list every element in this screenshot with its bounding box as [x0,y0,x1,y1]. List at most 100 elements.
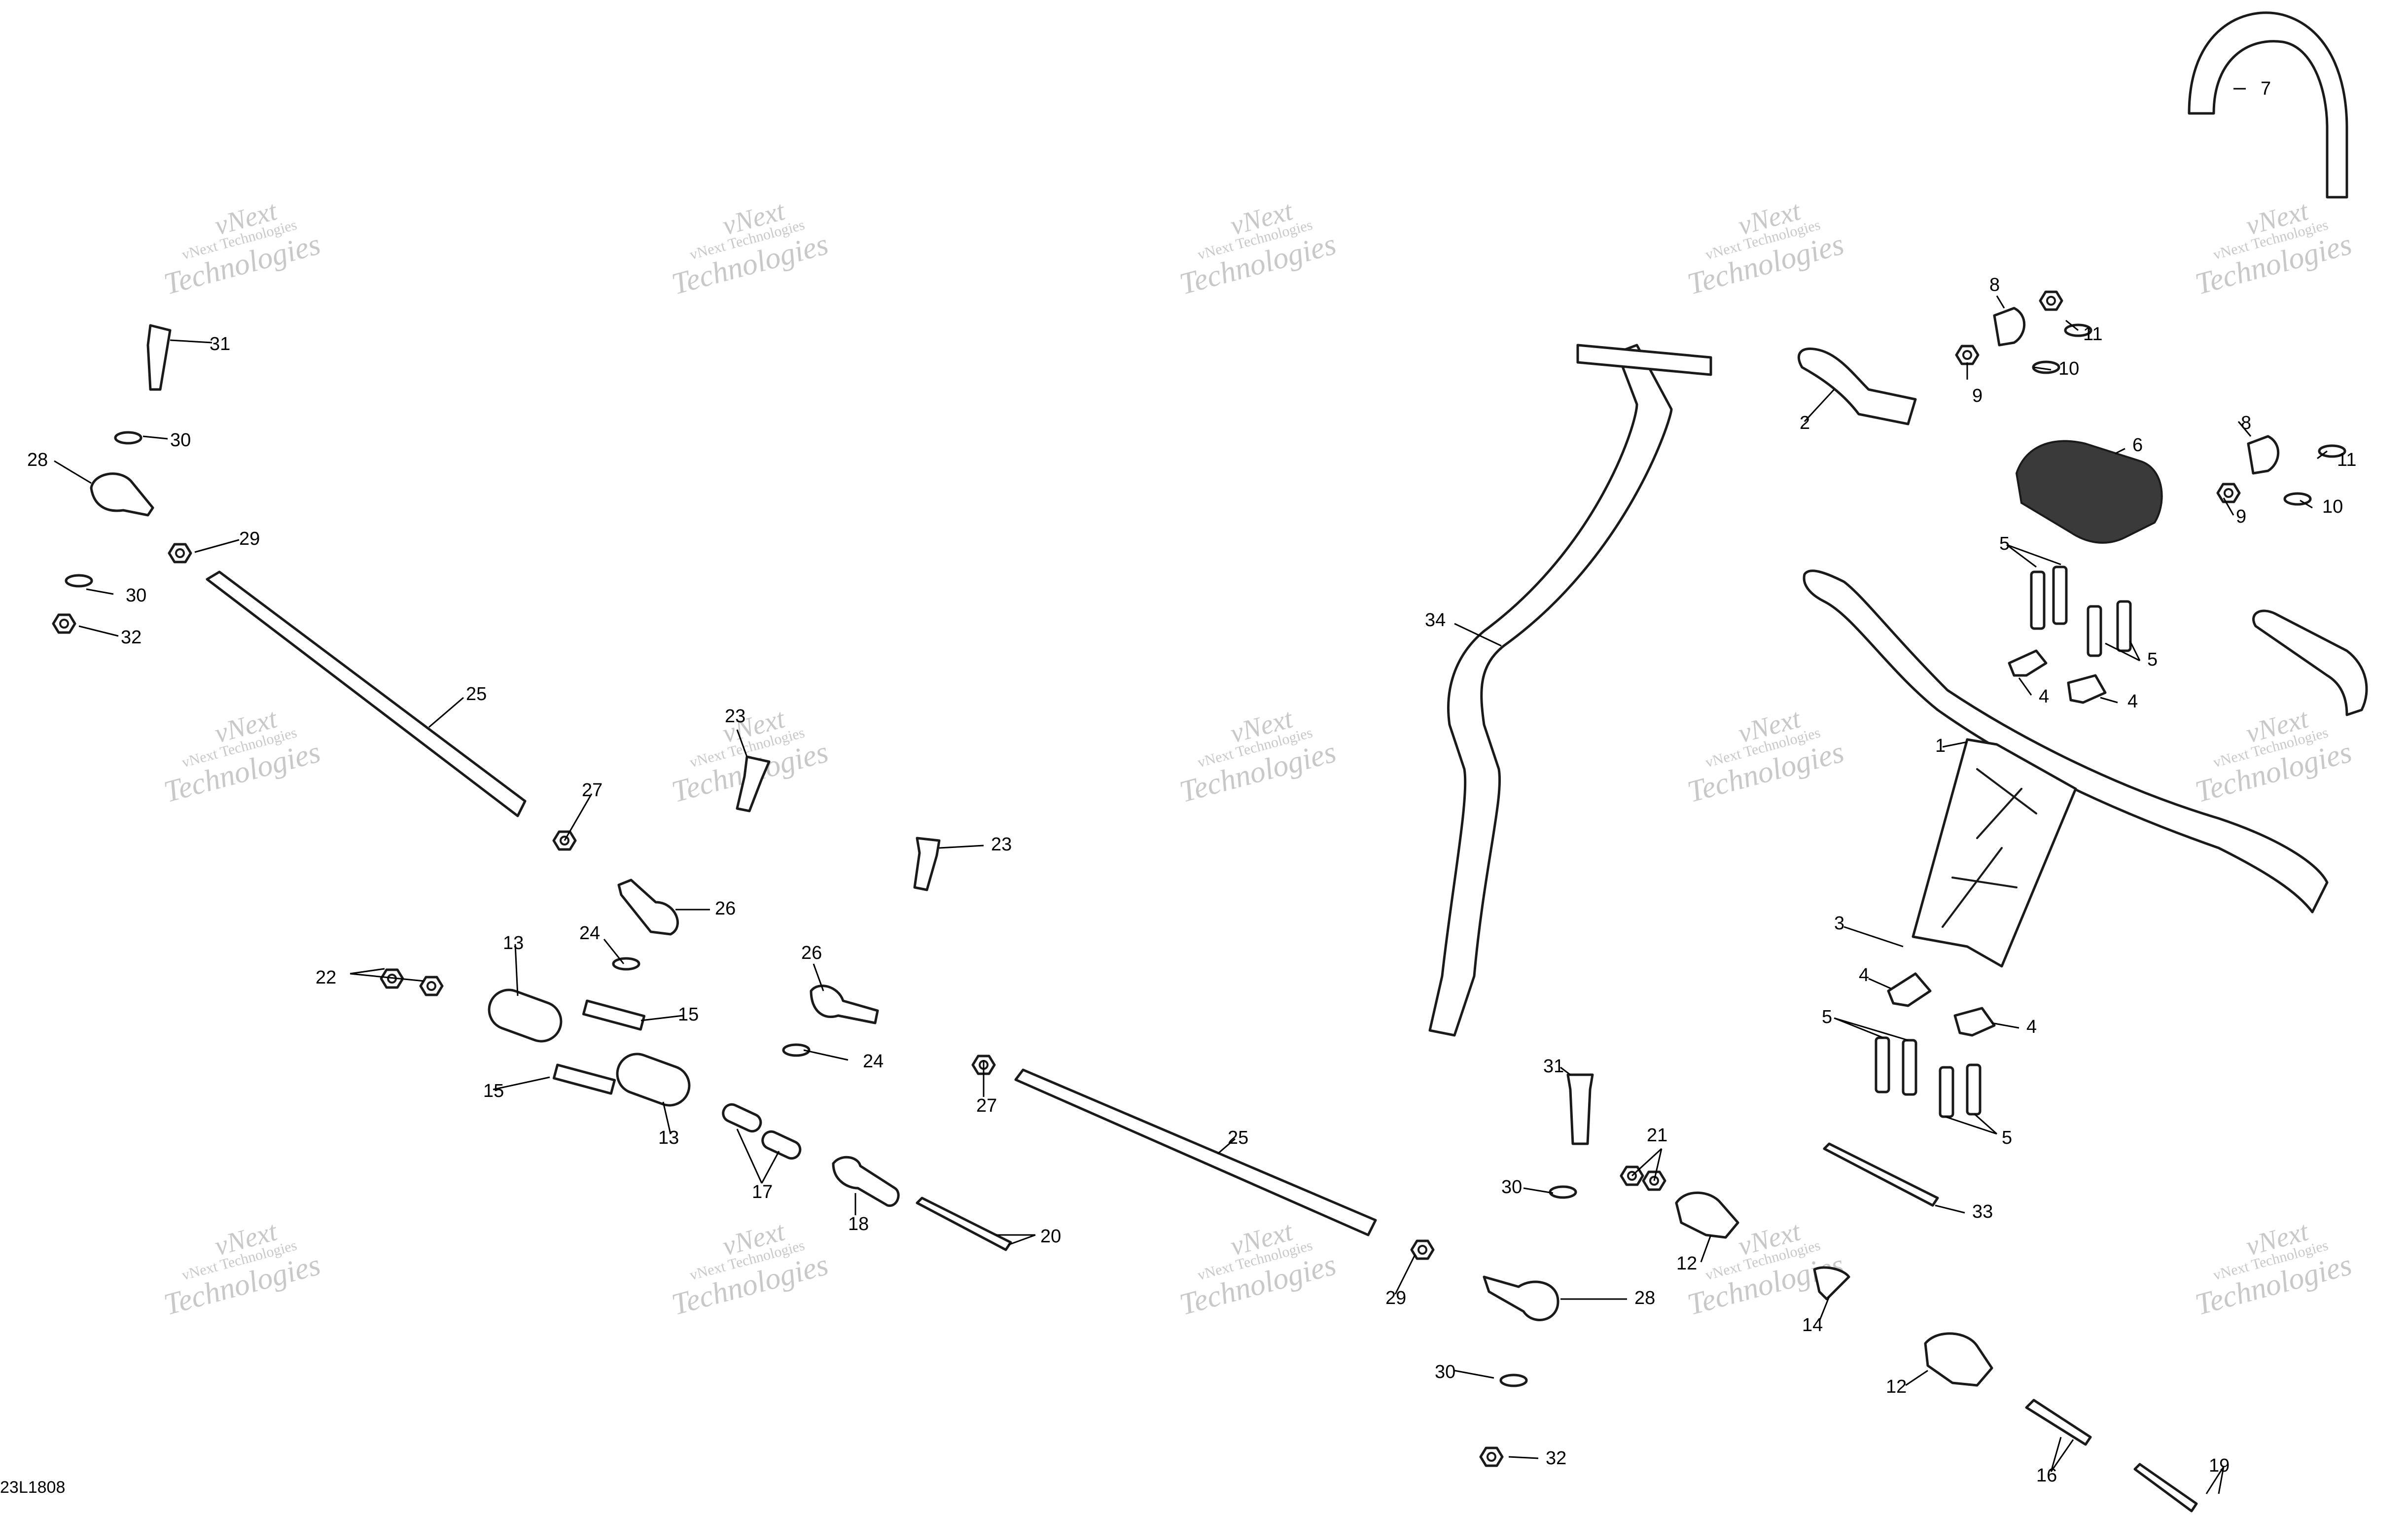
callout-31: 31 [1543,1056,1564,1077]
part-5-bolt-a [2030,570,2046,630]
callout-5: 5 [1999,533,2010,554]
nut [2216,483,2241,503]
callout-30: 30 [170,430,191,451]
part-26-rod-end-upper [617,879,679,936]
part-2-elbow-hose-right [2252,609,2368,716]
part-15-pin-upper [582,999,646,1031]
part-12-holder-lower [1924,1332,1993,1387]
part-7-bent-tube [2188,11,2348,199]
part-18-link [832,1156,900,1207]
washer [65,574,93,588]
washer [2283,492,2312,506]
part-16-pin [2025,1399,2092,1446]
nut-hole [59,619,69,629]
drawing-code: 23L1808 [0,1478,66,1497]
nut-hole [426,981,436,991]
nut [1479,1446,1504,1467]
part-20-pin [916,1197,1012,1251]
callout-16: 16 [2036,1465,2057,1486]
callout-21: 21 [1647,1125,1667,1146]
callout-12: 12 [1886,1376,1907,1397]
callout-23: 23 [725,706,745,727]
callout-29: 29 [1385,1288,1406,1308]
callout-4: 4 [2026,1017,2037,1037]
callout-10: 10 [2322,496,2343,517]
callout-2: 2 [1800,413,1810,433]
part-17-sleeve-a [722,1103,762,1133]
callout-32: 32 [1546,1448,1566,1469]
part-31-bolt-upper [146,324,172,391]
part-23-pin-upper [736,755,771,812]
callout-15: 15 [483,1081,504,1101]
callout-11: 11 [2337,450,2356,470]
part-19-pin [2133,1463,2198,1513]
callout-24: 24 [863,1051,884,1072]
nut-hole [1649,1176,1659,1186]
callout-5: 5 [2147,649,2158,670]
callout-27: 27 [976,1095,997,1116]
callout-18: 18 [848,1214,869,1234]
washer [2032,360,2060,374]
callout-8: 8 [2241,413,2251,433]
callout-4: 4 [2039,686,2049,707]
nut-hole [175,548,185,558]
washer [612,957,640,971]
callout-12: 12 [1676,1253,1697,1274]
callout-4: 4 [2127,691,2138,712]
callout-30: 30 [126,585,146,606]
callout-20: 20 [1040,1226,1061,1247]
callout-8: 8 [1989,275,2000,295]
part-33-lever [1823,1142,1939,1207]
part-3-lattice [1942,768,2037,928]
part-2-elbow-hose-top [1797,347,1917,425]
callout-13: 13 [658,1127,679,1148]
callout-7: 7 [2261,78,2271,99]
part-14-clip [1813,1266,1850,1301]
part-4-clamp-d [1953,1007,1996,1037]
washer [114,431,142,445]
callout-31: 31 [210,334,230,354]
callout-29: 29 [239,528,260,549]
callout-30: 30 [1501,1177,1522,1198]
washer [2318,444,2346,458]
nut [2039,290,2063,311]
callout-6: 6 [2132,435,2143,456]
part-31-bolt-lower [1566,1073,1594,1145]
callout-22: 22 [316,967,336,988]
callout-24: 24 [579,923,600,944]
part-5-bolt-e [1875,1036,1890,1093]
callout-28: 28 [27,450,48,470]
nut-hole [1487,1452,1496,1462]
part-12-holder-upper [1675,1191,1739,1239]
callout-9: 9 [2236,506,2246,527]
part-8-clamp-upper [1993,307,2026,347]
part-8-clamp-lower [2247,435,2280,475]
part-5-bolt-h [1966,1063,1982,1116]
callout-5: 5 [2002,1127,2012,1148]
nut-hole [1962,350,1972,360]
washer [782,1043,811,1057]
callout-5: 5 [1822,1007,1832,1027]
callout-27: 27 [582,780,602,801]
nut [419,976,444,996]
washer [1549,1185,1577,1199]
nut-hole [560,836,569,846]
callout-10: 10 [2058,358,2079,379]
nut-hole [2046,296,2056,306]
nut [52,613,76,634]
callout-26: 26 [715,898,736,919]
callout-25: 25 [1228,1127,1248,1148]
part-13-clamp-lower [616,1053,691,1107]
part-4-clamp-a [2008,649,2048,677]
part-3-riser-bracket [1912,738,2077,968]
part-5-bolt-f [1902,1039,1917,1096]
